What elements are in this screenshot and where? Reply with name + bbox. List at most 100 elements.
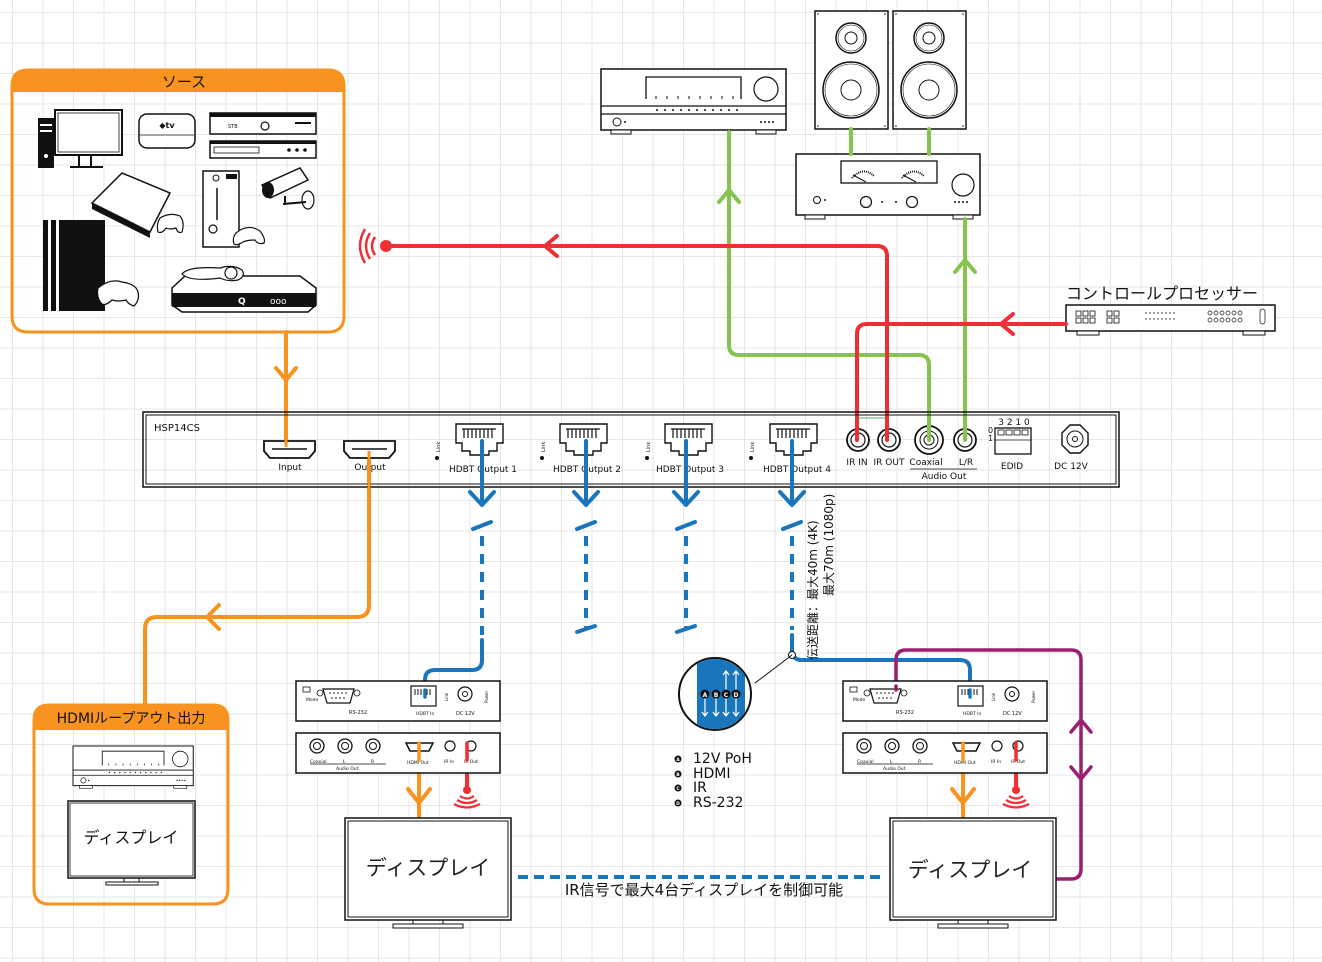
hdmi-input-port[interactable]: Input (263, 440, 316, 473)
cable-break-icon (781, 520, 803, 531)
rs232-label: RS-232 (349, 710, 367, 716)
loop-display-label: ディスプレイ (84, 828, 179, 847)
link-label: Link (436, 442, 442, 452)
dc-label: DC 12V (1003, 711, 1022, 717)
distance-line2: 最大70m (1080p) (822, 494, 836, 596)
display-left-label: ディスプレイ (366, 856, 491, 880)
r-label: R (371, 759, 374, 765)
display-right-label: ディスプレイ (908, 858, 1033, 882)
arrow-down-icon (1069, 765, 1093, 781)
legend-item-a: A 12V PoH (674, 751, 752, 767)
link-led-icon (435, 456, 439, 460)
rs232-line (894, 648, 1083, 881)
hdmi-loop-title: HDMIループアウト出力 (57, 711, 206, 727)
ir-out-label: IR OUT (874, 458, 905, 468)
arrow-down-icon (468, 490, 496, 507)
amplifier-icon (795, 153, 981, 220)
audio-out-label: Audio Out (336, 766, 359, 772)
link-led-icon (645, 456, 649, 460)
display-right: ディスプレイ (889, 817, 1057, 929)
hdbt-in-label: HDBT In (416, 711, 434, 717)
edid-bits-label: 3 2 1 0 (998, 418, 1030, 428)
hdbt-output-4-port[interactable]: Link HDBT Output 4 (749, 423, 831, 475)
arrow-up-icon (717, 188, 741, 204)
letter-a: A (703, 692, 708, 699)
av-receiver-icon (600, 68, 787, 135)
link-label: Link (541, 442, 547, 452)
mode-label: Mode (306, 697, 318, 703)
legend-badge: D (676, 801, 680, 807)
dc-12v-port[interactable]: DC 12V (1054, 424, 1089, 472)
receiver-left: Mode RS-232 HDBT In DC 12V Link Power Co… (295, 680, 501, 774)
hdbt-output-4-label: HDBT Output 4 (763, 465, 831, 475)
arrow-down-icon (672, 490, 700, 507)
hdbt-output-3-port[interactable]: Link HDBT Output 3 (645, 423, 724, 475)
xbox-icon (202, 170, 266, 248)
audio-out-label: Audio Out (922, 472, 967, 482)
arrow-up-icon (1069, 718, 1093, 734)
ir-out-label: IR Out (464, 759, 478, 765)
speaker-left-icon (814, 10, 889, 130)
arrow-down-icon (572, 490, 600, 507)
l-label: L (890, 759, 893, 765)
legend-label: RS-232 (693, 795, 743, 811)
coaxial-audio-line (727, 130, 931, 442)
link-label: Link (646, 442, 652, 452)
hdbt-receiver-left-line (423, 638, 484, 699)
svg-text:ooo: ooo (270, 297, 287, 307)
mode-label: Mode (853, 697, 865, 703)
hdbt-output-2-port[interactable]: Link HDBT Output 2 (540, 423, 621, 475)
cable-end-icon (575, 624, 597, 634)
letter-d: D (734, 692, 739, 699)
legend-badge: A (676, 757, 680, 763)
media-box-icon: Q ooo (171, 265, 317, 313)
arrow-left-icon (205, 603, 221, 631)
distance-label: 伝送距離：最大40m (4K) 最大70m (1080p) (805, 494, 836, 660)
edid-one-label: 1 (988, 434, 993, 443)
cable-cross-section: A B C D (678, 657, 752, 731)
edid-dip-switch[interactable]: 3 2 1 0 0 1 EDID (988, 418, 1032, 472)
edid-zero-label: 0 (988, 426, 993, 435)
arrow-down-icon (778, 490, 806, 507)
source-group-header (12, 70, 344, 92)
power-label: Power (1031, 691, 1036, 703)
arrow-left-icon (543, 234, 559, 258)
hdmi-out-label: HDMI Out (407, 760, 429, 766)
letter-c: C (724, 692, 729, 699)
ps4-pro-icon (43, 220, 140, 311)
cable-legend: A 12V PoH B HDMI C IR D RS-232 (674, 751, 752, 811)
speaker-right-icon (892, 10, 967, 130)
hdbt-output-1-port[interactable]: Link HDBT Output 1 (435, 423, 517, 475)
r-label: R (918, 759, 921, 765)
arrow-up-icon (953, 258, 977, 274)
source-group-title: ソース (162, 73, 206, 91)
legend-badge: C (676, 786, 680, 792)
apple-tv-icon: ◆tv (138, 113, 196, 149)
distance-line1: 伝送距離：最大40m (4K) (805, 520, 820, 660)
ir-in-label: IR In (444, 759, 454, 765)
hdbt-in-label: HDBT In (963, 711, 981, 717)
receiver-right: Mode RS-232 HDBT In DC 12V Link Power Co… (842, 680, 1048, 774)
bluray-player-icon (209, 140, 317, 159)
link-label: Link (444, 692, 449, 701)
arrow-left-icon (999, 312, 1015, 336)
ir-control-note: IR信号で最大4台ディスプレイを制御可能 (565, 881, 843, 899)
legend-item-b: B HDMI (674, 766, 731, 782)
coaxial-label: Coaxial (909, 458, 942, 468)
audio-out-label: Audio Out (883, 766, 906, 772)
display-left: ディスプレイ (344, 817, 512, 929)
security-camera-icon (260, 167, 315, 210)
ir-out-jack[interactable]: IR OUT (874, 428, 905, 468)
svg-text:◆tv: ◆tv (159, 121, 175, 130)
hdmi-out-label: HDMI Out (954, 760, 976, 766)
hdmi-input-label: Input (278, 463, 302, 473)
hdmi-loop-group: HDMIループアウト出力 ディスプレイ (32, 703, 230, 906)
coaxial-jack[interactable]: Coaxial (909, 425, 944, 468)
ir-in-label: IR In (991, 759, 1001, 765)
coaxial-label: Coaxial (310, 759, 327, 765)
legend-label: 12V PoH (693, 751, 752, 767)
link-label: Link (991, 692, 996, 701)
edid-label: EDID (1001, 462, 1023, 472)
svg-text:Q: Q (238, 297, 246, 307)
dc-12v-label: DC 12V (1054, 462, 1089, 472)
